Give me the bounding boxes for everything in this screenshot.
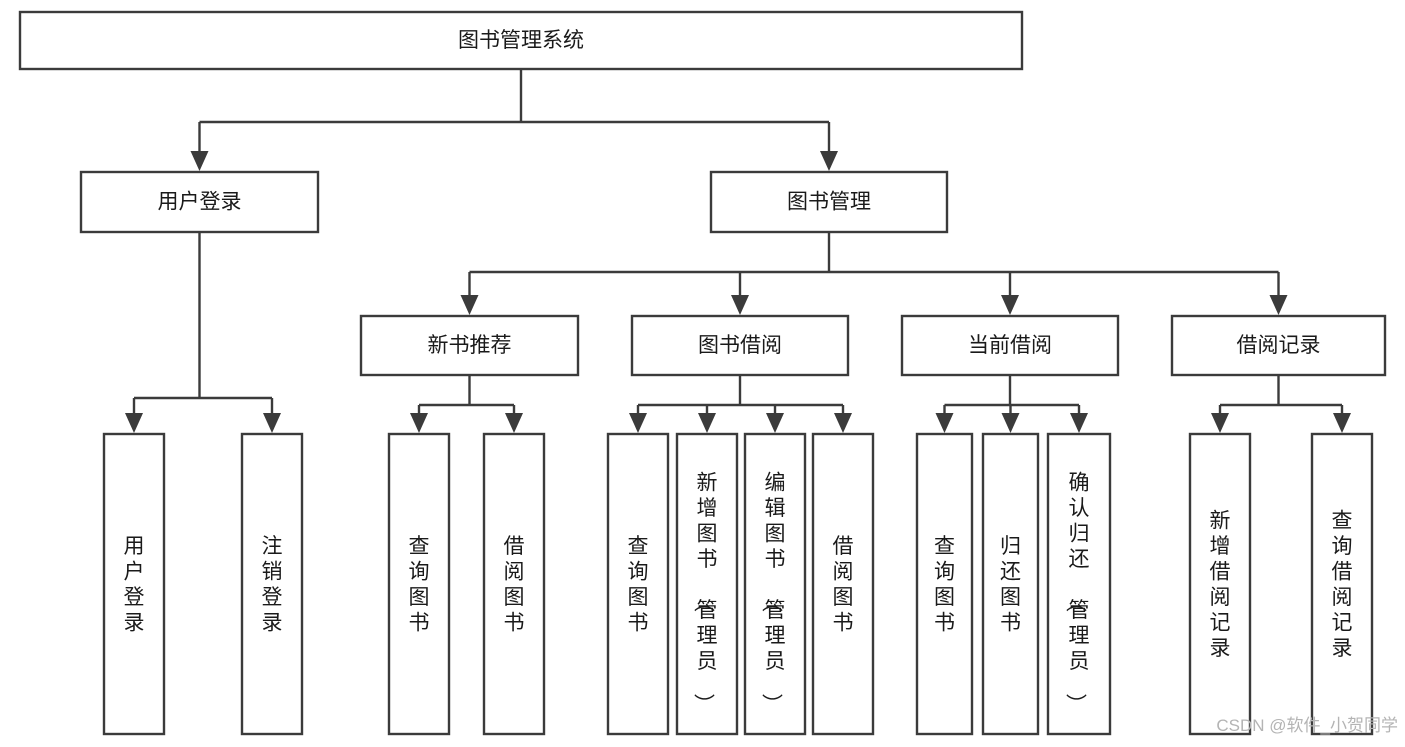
node-current-borrow[interactable]: 当前借阅 <box>900 314 1120 377</box>
node-label-leaf-add-record: 新增借阅记录 <box>1210 510 1231 661</box>
node-box-leaf-user-login <box>102 432 166 736</box>
arrow-head-leaf-add-book <box>698 413 716 433</box>
node-label-current-borrow: 当前借阅 <box>968 334 1052 357</box>
node-borrow-record[interactable]: 借阅记录 <box>1170 314 1387 377</box>
node-label-leaf-query-record: 查询借阅记录 <box>1332 510 1353 661</box>
node-leaf-query-book-rec[interactable]: 查询图书 <box>387 432 451 736</box>
arrow-head-user-login <box>190 151 209 171</box>
node-box-root <box>18 10 1024 71</box>
node-box-book-manage <box>709 170 949 234</box>
arrow-head-leaf-add-record <box>1211 413 1229 433</box>
node-new-book-rec[interactable]: 新书推荐 <box>359 314 580 377</box>
node-label-new-book-rec: 新书推荐 <box>428 334 512 357</box>
arrow-head-leaf-logout <box>263 413 281 433</box>
node-box-leaf-query-book-rec <box>387 432 451 736</box>
node-box-leaf-query-book-bb <box>606 432 670 736</box>
node-leaf-query-book-bb[interactable]: 查询图书 <box>606 432 670 736</box>
node-label-book-manage: 图书管理 <box>787 191 871 214</box>
node-box-current-borrow <box>900 314 1120 377</box>
arrow-head-leaf-return-book <box>1001 413 1020 433</box>
node-leaf-query-record[interactable]: 查询借阅记录 <box>1310 432 1374 736</box>
node-box-leaf-logout <box>240 432 304 736</box>
arrow-head-leaf-user-login <box>125 413 143 433</box>
node-label-root: 图书管理系统 <box>458 29 584 52</box>
node-box-leaf-edit-book <box>743 432 807 736</box>
connector-lines-layer <box>125 69 1351 433</box>
node-box-leaf-query-record <box>1310 432 1374 736</box>
node-label-leaf-return-book: 归还图书 <box>1000 535 1021 635</box>
arrow-head-leaf-edit-book <box>766 413 784 433</box>
node-leaf-logout[interactable]: 注销登录 <box>240 432 304 736</box>
node-label-leaf-add-book: 新增图书（管理员） <box>692 471 718 714</box>
node-box-leaf-return-book <box>981 432 1040 736</box>
arrow-head-leaf-query-book-cb <box>935 413 954 433</box>
arrow-head-leaf-confirm-return <box>1070 413 1088 433</box>
arrow-head-current-borrow <box>1001 295 1019 315</box>
node-box-borrow-record <box>1170 314 1387 377</box>
node-label-leaf-query-book-rec: 查询图书 <box>409 535 430 635</box>
node-box-new-book-rec <box>359 314 580 377</box>
node-book-manage[interactable]: 图书管理 <box>709 170 949 234</box>
node-box-leaf-add-book <box>675 432 739 736</box>
arrow-head-leaf-borrow-book-bb <box>834 413 852 433</box>
node-box-leaf-query-book-cb <box>915 432 974 736</box>
arrow-head-leaf-query-book-rec <box>410 413 428 433</box>
arrow-head-leaf-query-record <box>1333 413 1351 433</box>
node-leaf-query-book-cb[interactable]: 查询图书 <box>915 432 974 736</box>
node-label-leaf-query-book-cb: 查询图书 <box>934 535 955 635</box>
node-leaf-confirm-return[interactable]: 确认归还（管理员） <box>1046 432 1112 736</box>
node-root[interactable]: 图书管理系统 <box>18 10 1024 71</box>
node-box-leaf-confirm-return <box>1046 432 1112 736</box>
node-label-leaf-borrow-book-rec: 借阅图书 <box>504 535 525 635</box>
node-box-book-borrow <box>630 314 850 377</box>
node-box-leaf-borrow-book-rec <box>482 432 546 736</box>
node-user-login[interactable]: 用户登录 <box>79 170 320 234</box>
node-label-leaf-query-book-bb: 查询图书 <box>628 535 649 635</box>
arrow-head-borrow-record <box>1269 295 1288 315</box>
node-box-leaf-borrow-book-bb <box>811 432 875 736</box>
node-leaf-borrow-book-rec[interactable]: 借阅图书 <box>482 432 546 736</box>
node-box-leaf-add-record <box>1188 432 1252 736</box>
arrow-head-book-manage <box>820 151 838 171</box>
node-leaf-user-login[interactable]: 用户登录 <box>102 432 166 736</box>
node-label-leaf-logout: 注销登录 <box>262 535 283 635</box>
node-label-leaf-edit-book: 编辑图书（管理员） <box>760 471 786 714</box>
node-label-leaf-borrow-book-bb: 借阅图书 <box>833 535 854 635</box>
node-label-leaf-user-login: 用户登录 <box>124 535 145 635</box>
node-leaf-borrow-book-bb[interactable]: 借阅图书 <box>811 432 875 736</box>
csdn-watermark: CSDN @软件_小贺同学 <box>1216 716 1398 735</box>
node-leaf-add-record[interactable]: 新增借阅记录 <box>1188 432 1252 736</box>
node-leaf-edit-book[interactable]: 编辑图书（管理员） <box>743 432 807 736</box>
node-label-borrow-record: 借阅记录 <box>1237 334 1321 357</box>
node-book-borrow[interactable]: 图书借阅 <box>630 314 850 377</box>
node-label-user-login: 用户登录 <box>158 191 242 214</box>
arrow-head-leaf-borrow-book-rec <box>505 413 523 433</box>
arrow-head-leaf-query-book-bb <box>629 413 647 433</box>
node-leaf-return-book[interactable]: 归还图书 <box>981 432 1040 736</box>
node-leaf-add-book[interactable]: 新增图书（管理员） <box>675 432 739 736</box>
node-label-book-borrow: 图书借阅 <box>698 334 782 357</box>
diagram-nodes-layer: 图书管理系统用户登录图书管理新书推荐图书借阅当前借阅借阅记录用户登录注销登录查询… <box>18 10 1387 736</box>
node-label-leaf-confirm-return: 确认归还（管理员） <box>1064 471 1090 714</box>
arrow-head-new-book-rec <box>460 295 479 315</box>
arrow-head-book-borrow <box>731 295 749 315</box>
node-box-user-login <box>79 170 320 234</box>
